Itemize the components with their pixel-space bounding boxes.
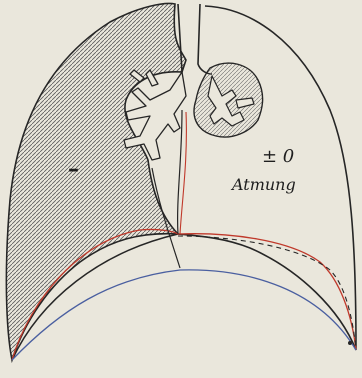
base-marker-dot [348,341,352,345]
plus-minus-zero-label: ± 0 [262,146,294,167]
breathing-label: Atmung [230,175,296,194]
minus-label: – [68,157,79,182]
